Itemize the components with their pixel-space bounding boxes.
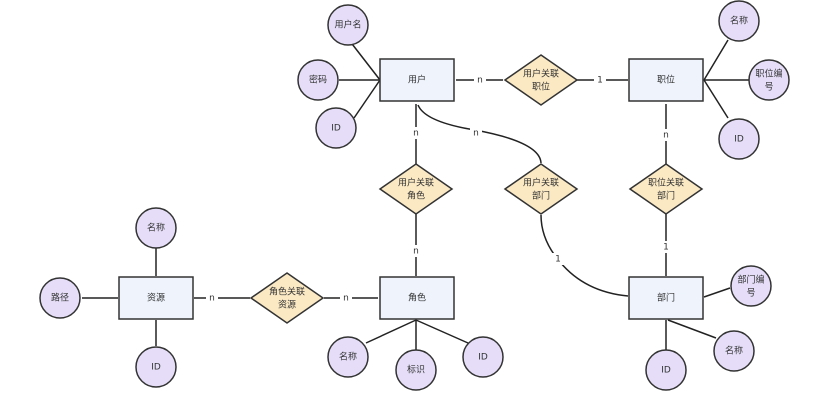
cardinality-label: n [413, 129, 419, 139]
entity-label: 角色 [408, 292, 426, 304]
attribute-resource-path[interactable]: 路径 [39, 277, 81, 319]
attribute-label: 名称 [730, 15, 748, 27]
cardinalities: n 1 n n n 1 n 1 n n [206, 74, 672, 304]
relationship-label: 角色关联 [269, 286, 305, 298]
relationship-label: 部门 [532, 190, 550, 202]
attribute-label: ID [661, 366, 671, 376]
cardinality-label: n [209, 294, 215, 304]
entity-position[interactable]: 职位 [628, 58, 704, 102]
relationship-label: 用户关联 [523, 68, 559, 80]
attribute-label: 职位编 [755, 68, 782, 80]
attribute-role-flag[interactable]: 标识 [395, 349, 437, 391]
relationship-label: 资源 [278, 300, 296, 311]
attribute-label: 名称 [339, 351, 357, 363]
attribute-position-id[interactable]: ID [718, 118, 760, 160]
cardinality-label: n [343, 294, 349, 304]
relationship-label: 职位 [532, 81, 550, 93]
attribute-user-username[interactable]: 用户名 [327, 4, 369, 46]
cardinality-label: 1 [555, 255, 561, 265]
edge-department-code [703, 287, 731, 298]
edge-position-name [703, 39, 729, 81]
edge-user-username [348, 39, 381, 81]
attribute-resource-name[interactable]: 名称 [135, 207, 177, 249]
attribute-user-id[interactable]: ID [315, 107, 357, 149]
entity-role[interactable]: 角色 [379, 276, 455, 320]
attribute-role-id[interactable]: ID [462, 336, 504, 378]
attribute-label: 名称 [147, 222, 165, 234]
attribute-position-name[interactable]: 名称 [718, 0, 760, 42]
entity-resource[interactable]: 资源 [118, 276, 194, 320]
entity-label: 用户 [408, 74, 426, 86]
attribute-label: ID [151, 363, 161, 373]
relationship-label: 用户关联 [398, 177, 434, 189]
entity-label: 职位 [657, 74, 675, 86]
attribute-label: ID [478, 353, 488, 363]
cardinality-label: 1 [597, 76, 603, 86]
attribute-label: 号 [746, 288, 755, 299]
entity-label: 资源 [147, 293, 165, 304]
attribute-role-name[interactable]: 名称 [327, 336, 369, 378]
attribute-resource-id[interactable]: ID [135, 346, 177, 388]
attribute-position-code[interactable]: 职位编 号 [748, 59, 790, 101]
attribute-label: ID [734, 135, 744, 145]
edge-position-id [703, 79, 729, 119]
attribute-label: 部门编 [737, 274, 764, 286]
entity-label: 部门 [657, 292, 675, 304]
relationship-role-resource[interactable]: 角色关联 资源 [249, 272, 325, 324]
attribute-department-code[interactable]: 部门编 号 [730, 265, 772, 307]
attribute-label: 密码 [309, 74, 327, 86]
relationship-label: 职位关联 [648, 177, 684, 189]
cardinality-label: n [663, 131, 669, 141]
relationship-position-department[interactable]: 职位关联 部门 [628, 163, 704, 215]
cardinality-label: n [413, 247, 419, 257]
relationship-user-department[interactable]: 用户关联 部门 [503, 163, 579, 215]
attribute-department-name[interactable]: 名称 [713, 330, 755, 372]
attribute-label: 路径 [51, 292, 69, 304]
relationship-user-position[interactable]: 用户关联 职位 [503, 54, 579, 106]
edge-role-id [415, 319, 469, 344]
attribute-department-id[interactable]: ID [645, 349, 687, 391]
entity-department[interactable]: 部门 [628, 276, 704, 320]
edge-department-name [667, 319, 717, 339]
attribute-label: 号 [764, 82, 773, 93]
relationship-label: 角色 [407, 190, 425, 202]
relationship-label: 部门 [657, 190, 675, 202]
attribute-label: ID [331, 124, 341, 134]
entity-user[interactable]: 用户 [379, 58, 455, 102]
cardinality-label: n [477, 76, 483, 86]
attribute-label: 标识 [407, 364, 425, 376]
cardinality-label: n [473, 129, 479, 139]
edge-user-id [353, 79, 381, 119]
edge-role-name [365, 319, 417, 344]
relationship-label: 用户关联 [523, 177, 559, 189]
attribute-label: 用户名 [334, 19, 361, 31]
relationship-user-role[interactable]: 用户关联 角色 [378, 163, 454, 215]
cardinality-label: 1 [663, 243, 669, 253]
attribute-label: 名称 [725, 345, 743, 357]
attribute-user-password[interactable]: 密码 [297, 59, 339, 101]
